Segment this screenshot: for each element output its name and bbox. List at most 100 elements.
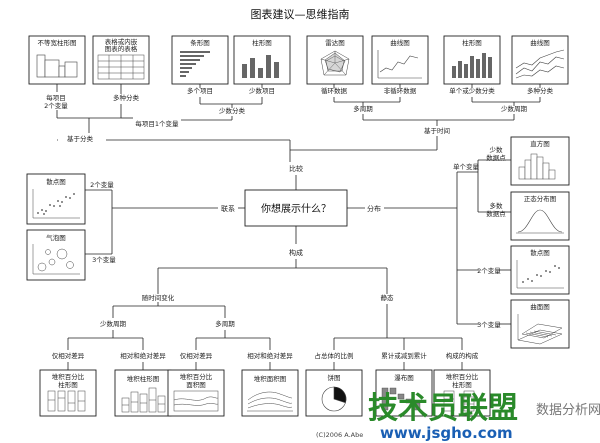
chart-box-scatter-distribution: 散点图 [510, 245, 570, 295]
svg-text:不等宽柱形图: 不等宽柱形图 [38, 38, 77, 47]
chart-box-stacked-area: 堆积面积图 [241, 369, 299, 417]
svg-text:正态分布图: 正态分布图 [524, 194, 557, 203]
label-dist-3vars: 3个变量 [477, 320, 501, 329]
branch-relation: 联系 [221, 204, 235, 213]
chart-box-line-non-cyclic: 曲线图 [371, 35, 429, 85]
label-comp-many-periods: 多周期 [215, 319, 235, 328]
label-few-items: 少数项目 [249, 86, 275, 95]
chart-box-stacked-100-column-with-subcomponents: 堆积百分比 柱形图 [433, 369, 491, 417]
svg-text:气泡图: 气泡图 [46, 233, 66, 242]
svg-text:每项目: 每项目 [46, 93, 66, 102]
chart-box-bubble: 气泡图 [26, 229, 86, 281]
svg-text:散点图: 散点图 [46, 177, 66, 186]
copyright: (C)2006 A.Abe [316, 431, 363, 439]
label-many-items: 多个项目 [187, 86, 213, 95]
svg-text:堆积柱形图: 堆积柱形图 [127, 374, 160, 383]
chart-box-variable-width-column: 不等宽柱形图 [28, 35, 86, 85]
branch-distribution: 分布 [367, 204, 381, 213]
label-accumulate: 累计或减到累计 [381, 351, 427, 360]
watermark-url: www.jsgho.com [380, 424, 513, 442]
label-by-category: 基于分类 [67, 134, 94, 143]
watermark-logo: 技术员联盟 [368, 391, 518, 426]
svg-text:饼图: 饼图 [328, 373, 341, 382]
svg-text:柱形图: 柱形图 [58, 380, 78, 389]
svg-text:堆积百分比: 堆积百分比 [446, 372, 479, 381]
chart-box-scatter-relation: 散点图 [26, 173, 86, 225]
chart-box-waterfall: 瀑布图 [375, 369, 433, 417]
label-few-categories: 少数分类 [219, 106, 246, 115]
svg-text:柱形图: 柱形图 [452, 380, 472, 389]
label-relative-absolute-2: 相对和绝对差异 [247, 351, 293, 360]
composition-connectors [67, 259, 463, 370]
label-many-cat: 多种分类 [527, 86, 554, 95]
label-static: 静态 [381, 293, 395, 302]
label-relation-2vars: 2个变量 [90, 180, 114, 189]
svg-text:曲线图: 曲线图 [390, 38, 410, 47]
chart-box-normal-distribution: 正态分布图 [510, 191, 570, 241]
branch-composition: 构成 [289, 248, 303, 257]
compare-connectors [56, 84, 541, 162]
column-time-thumbnail [452, 53, 492, 78]
radar-thumbnail [320, 50, 350, 76]
chart-box-radar: 雷达图 [306, 35, 364, 85]
label-many-periods: 多周期 [353, 104, 373, 113]
svg-text:柱形图: 柱形图 [252, 38, 272, 47]
chart-box-stacked-100-column: 堆积百分比 柱形图 [39, 369, 97, 417]
relation-connectors [85, 189, 218, 255]
label-over-time: 随时间变化 [142, 293, 175, 302]
watermark-tagline: 数据分析网 [536, 403, 600, 418]
label-dist-2vars: 2个变量 [477, 266, 501, 275]
center-question-box [244, 189, 348, 227]
svg-text:瀑布图: 瀑布图 [394, 373, 414, 382]
center-question: 你想展示什么？ [261, 202, 331, 215]
svg-text:条形图: 条形图 [190, 38, 210, 47]
label-single-or-few-cat: 单个或少数分类 [449, 86, 495, 95]
label-relative-absolute-1: 相对和绝对差异 [120, 351, 166, 360]
variable-width-column-thumbnail [36, 54, 78, 78]
line-thumbnail [377, 50, 422, 79]
table-thumbnail [97, 54, 145, 80]
chart-box-surface: 曲面图 [510, 299, 570, 349]
label-many-categories: 多种分类 [113, 93, 140, 102]
bar-thumbnail [180, 51, 210, 77]
column-thumbnail [242, 55, 279, 78]
label-non-cyclic: 非循环数据 [384, 86, 417, 95]
label-relative-only-2: 仅相对差异 [180, 351, 213, 360]
chart-box-histogram: 直方图 [510, 136, 570, 186]
chart-box-stacked-column: 堆积柱形图 [114, 369, 172, 417]
svg-text:表格或内嵌: 表格或内嵌 [105, 37, 138, 46]
branch-compare: 比较 [289, 164, 303, 173]
svg-text:雷达图: 雷达图 [325, 38, 345, 47]
svg-text:数据点: 数据点 [486, 209, 506, 218]
chart-box-column-few-cat: 柱形图 [443, 35, 501, 85]
chart-box-bar: 条形图 [171, 35, 229, 85]
svg-text:少数: 少数 [490, 145, 504, 154]
diagram-title: 图表建议—思维指南 [251, 7, 350, 21]
chart-box-stacked-100-area: 堆积百分比 面积图 [167, 369, 225, 417]
multi-line-thumbnail [515, 49, 565, 79]
chart-box-column: 柱形图 [233, 35, 291, 85]
svg-text:直方图: 直方图 [530, 139, 550, 148]
svg-text:多数: 多数 [490, 201, 504, 210]
svg-text:曲线图: 曲线图 [530, 38, 550, 47]
svg-text:面积图: 面积图 [186, 380, 206, 389]
label-comp-few-periods: 少数周期 [100, 319, 127, 328]
svg-text:数据点: 数据点 [486, 153, 506, 162]
label-by-time: 基于时间 [424, 126, 450, 135]
svg-text:柱形图: 柱形图 [462, 38, 482, 47]
label-share-of-total: 占总体的比例 [315, 351, 354, 360]
distribution-connectors [384, 159, 511, 325]
chart-box-table-with-charts: 表格或内嵌 图表的表格 [92, 35, 150, 85]
svg-text:堆积面积图: 堆积面积图 [254, 374, 287, 383]
label-cyclic: 循环数据 [321, 86, 348, 95]
label-few-periods: 少数周期 [501, 104, 528, 113]
label-two-vars-per-item: 2个变量 [44, 101, 68, 110]
svg-text:散点图: 散点图 [530, 248, 550, 257]
label-one-var-per-item: 每项目1个变量 [135, 119, 179, 128]
svg-text:堆积百分比: 堆积百分比 [52, 372, 85, 381]
label-relative-only-1: 仅相对差异 [52, 351, 85, 360]
svg-text:堆积百分比: 堆积百分比 [180, 372, 213, 381]
label-single-var: 单个变量 [453, 162, 480, 171]
label-relation-3vars: 3个变量 [92, 255, 116, 264]
svg-text:图表的表格: 图表的表格 [105, 44, 138, 53]
